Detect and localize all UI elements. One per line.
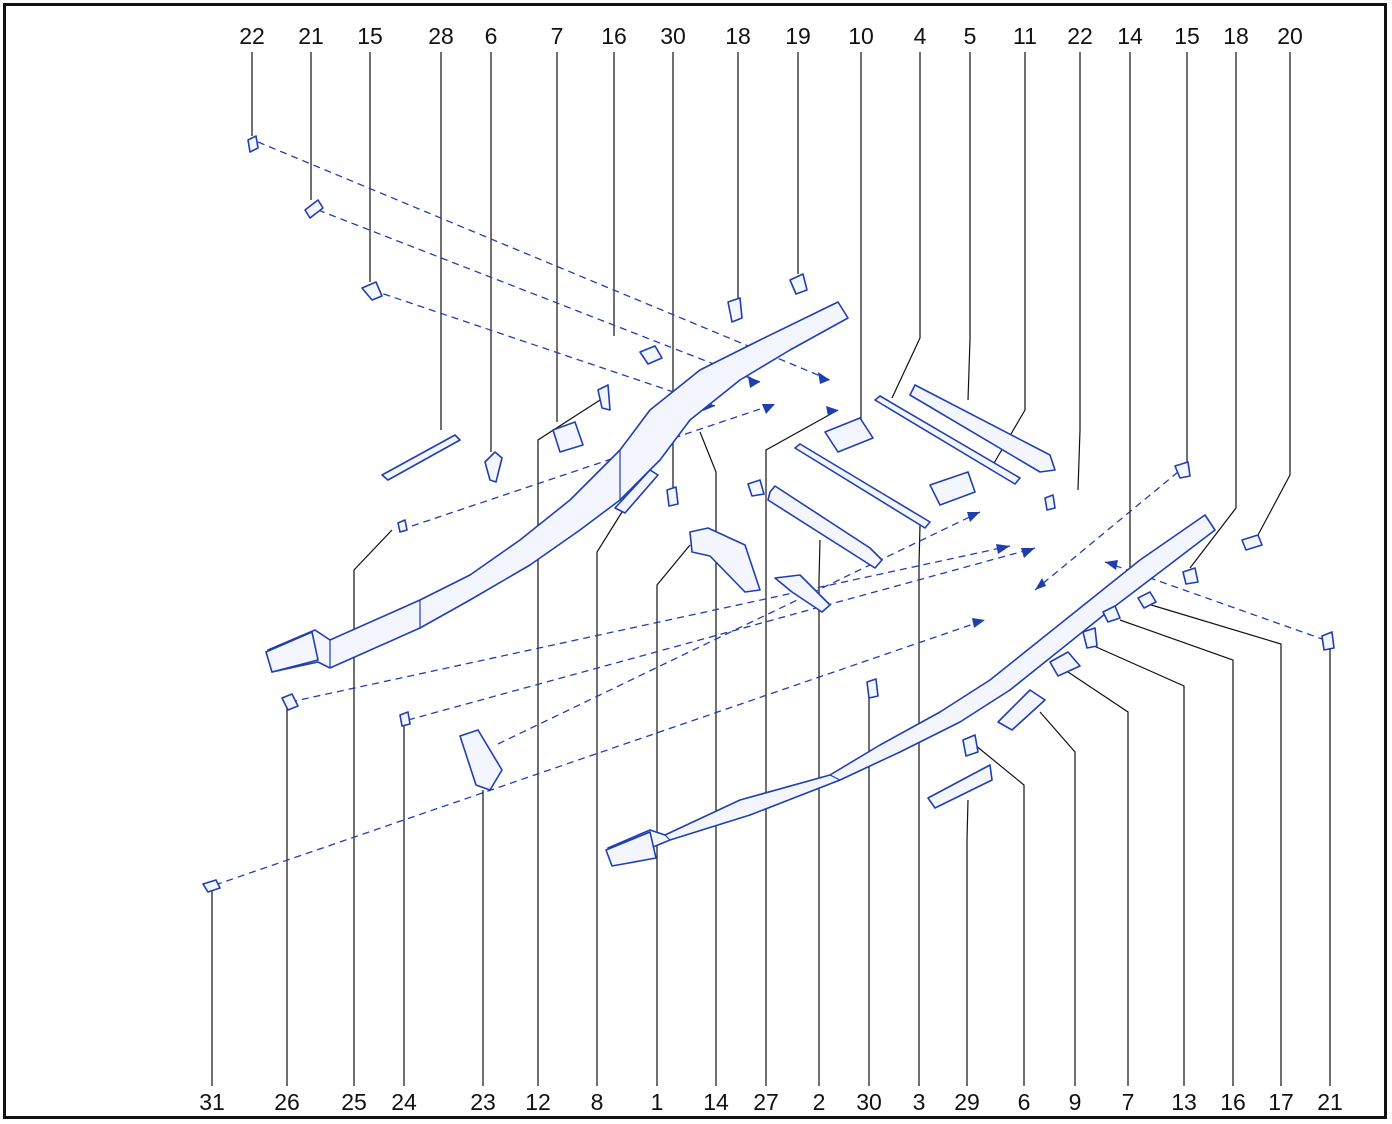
left-frame-rail: [265, 301, 849, 673]
callout-top-16: 16: [601, 23, 627, 49]
alignment-lines: [214, 141, 1326, 886]
callout-bottom-17: 17: [1268, 1089, 1294, 1115]
callout-top-22: 22: [1067, 23, 1093, 49]
right-frame-rail: [605, 514, 1216, 867]
leader-line: [537, 399, 601, 1086]
cross-members: [689, 384, 1056, 613]
callout-top-10: 10: [848, 23, 874, 49]
callout-bottom-21: 21: [1317, 1089, 1343, 1115]
callout-top-18: 18: [725, 23, 751, 49]
callout-bottom-1: 1: [651, 1089, 664, 1115]
leader-line: [918, 524, 921, 1086]
callout-bottom-30: 30: [856, 1089, 882, 1115]
callout-bottom-6: 6: [1018, 1089, 1031, 1115]
leader-line: [966, 799, 969, 1086]
callout-bottom-24: 24: [391, 1089, 417, 1115]
callout-bottom-2: 2: [813, 1089, 826, 1115]
arrowheads: [702, 372, 1118, 628]
callout-top-15: 15: [357, 23, 383, 49]
callout-top-21: 21: [298, 23, 324, 49]
leader-line: [699, 431, 717, 1086]
callout-bottom-29: 29: [954, 1089, 980, 1115]
callout-top-5: 5: [964, 23, 977, 49]
callout-top-18: 18: [1223, 23, 1249, 49]
callout-top-11: 11: [1013, 23, 1037, 49]
callout-bottom-13: 13: [1171, 1089, 1197, 1115]
leader-line: [967, 52, 971, 401]
callout-bottom-25: 25: [341, 1089, 367, 1115]
callout-top-28: 28: [428, 23, 454, 49]
leader-lines: [211, 52, 1331, 1086]
callout-bottom-14: 14: [703, 1089, 729, 1115]
leader-line: [989, 52, 1026, 471]
leader-line: [1077, 52, 1081, 491]
leader-line: [1189, 52, 1237, 569]
callout-bottom-3: 3: [913, 1089, 926, 1115]
leader-line: [1039, 711, 1076, 1086]
leader-line: [1119, 619, 1234, 1086]
leader-line: [1147, 603, 1282, 1086]
callout-top-4: 4: [914, 23, 927, 49]
callout-top-7: 7: [551, 23, 564, 49]
callout-bottom-9: 9: [1069, 1089, 1082, 1115]
callout-top-6: 6: [485, 23, 498, 49]
callout-top-19: 19: [785, 23, 811, 49]
callout-bottom-26: 26: [274, 1089, 300, 1115]
top-callouts: 22 21 15 28 6 7 16 30 18 19 10 4 5 11 22 14 15 18 20: [239, 23, 1303, 49]
leader-line: [765, 409, 839, 1086]
leader-line: [1093, 645, 1185, 1086]
leader-line: [818, 539, 821, 1086]
leader-line: [656, 544, 691, 1086]
leader-line: [891, 52, 921, 399]
callout-bottom-23: 23: [470, 1089, 496, 1115]
callout-top-22: 22: [239, 23, 265, 49]
callout-top-30: 30: [660, 23, 686, 49]
callout-bottom-27: 27: [753, 1089, 779, 1115]
callout-bottom-16: 16: [1220, 1089, 1246, 1115]
callout-top-15: 15: [1174, 23, 1200, 49]
leader-line: [974, 744, 1025, 1086]
bottom-callouts: 31 26 25 24 23 12 8 1 14 27 2 30 3 29 6 9 7 13 16 17 21: [199, 1089, 1343, 1115]
callout-bottom-12: 12: [525, 1089, 551, 1115]
small-parts: [202, 135, 1335, 893]
leader-line: [1257, 52, 1291, 536]
callout-top-20: 20: [1277, 23, 1303, 49]
leader-line: [1067, 671, 1129, 1086]
callout-bottom-8: 8: [591, 1089, 604, 1115]
callout-top-14: 14: [1117, 23, 1143, 49]
callout-bottom-7: 7: [1122, 1089, 1135, 1115]
leader-line: [596, 511, 623, 1086]
callout-bottom-31: 31: [199, 1089, 225, 1115]
leader-line: [353, 529, 393, 1086]
